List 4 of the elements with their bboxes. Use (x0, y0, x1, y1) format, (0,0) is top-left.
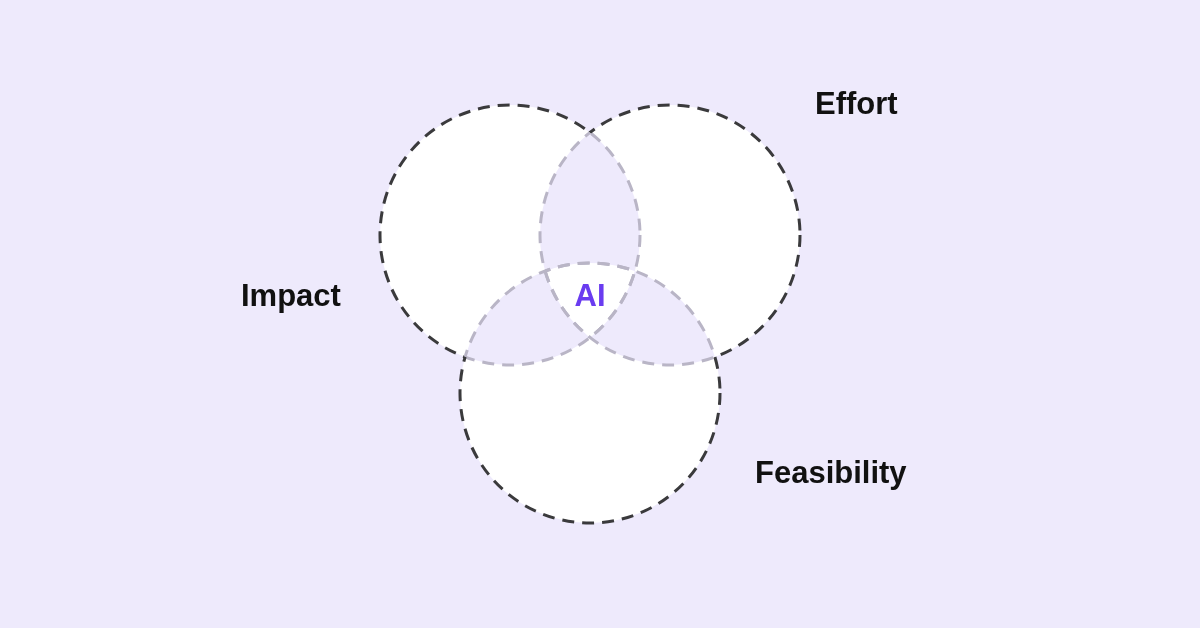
set-label: Feasibility (755, 455, 907, 491)
intersection-label: AI (574, 278, 606, 314)
set-label: Effort (815, 86, 898, 122)
set-label: Impact (241, 278, 341, 314)
